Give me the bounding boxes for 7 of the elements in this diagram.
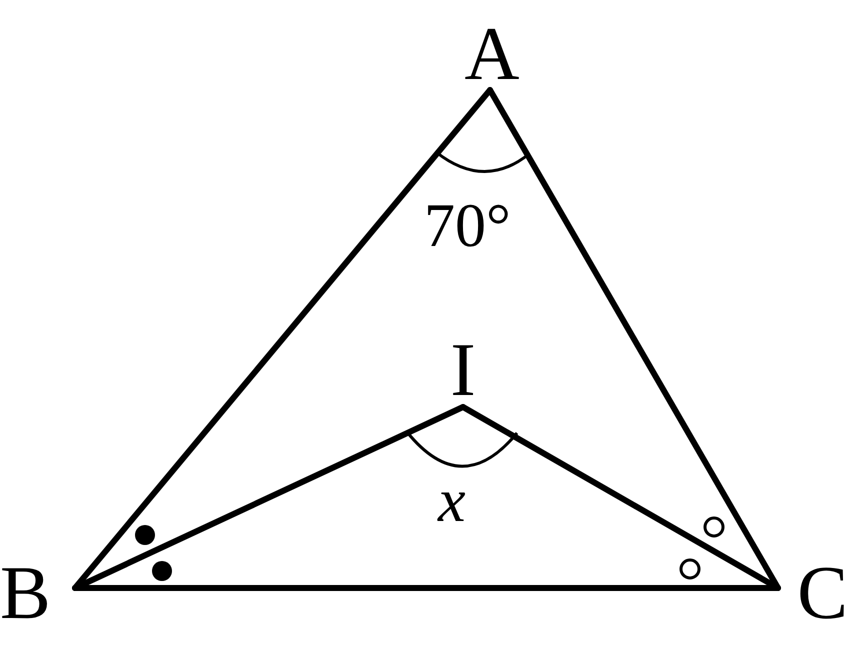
angle-label: 70° xyxy=(424,195,511,257)
vertex-label: A xyxy=(458,16,526,90)
vertex-label: C xyxy=(778,555,848,635)
vertex-label: B xyxy=(0,555,75,635)
angle-label: x xyxy=(438,470,466,532)
vertex-label: I xyxy=(432,332,494,407)
line-segment xyxy=(460,404,781,591)
